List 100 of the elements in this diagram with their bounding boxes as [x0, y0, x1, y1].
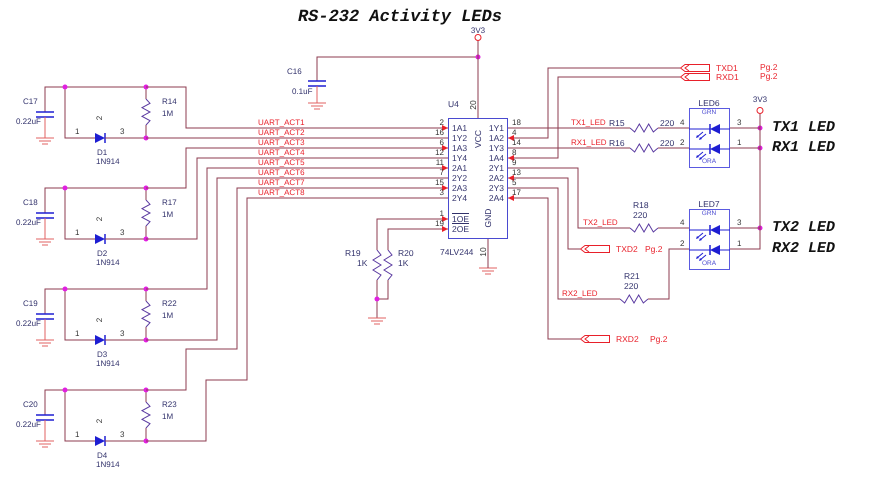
- component-value: 220: [660, 119, 674, 128]
- wire: [146, 178, 448, 340]
- pin-number: 3: [120, 128, 124, 136]
- led-package: [689, 108, 730, 168]
- part-number: 1N914: [96, 461, 120, 469]
- off-page-connector: [580, 245, 610, 253]
- pin-number: 3: [120, 330, 124, 338]
- pin-name: 1Y2: [452, 134, 468, 142]
- pin-number: 17: [512, 189, 521, 197]
- component-value: 1K: [398, 259, 408, 268]
- pin-number: 2: [440, 119, 444, 127]
- pin-name: 1A2: [488, 134, 504, 142]
- pin-number: 1: [75, 431, 80, 439]
- signal-name: RXD2: [616, 335, 639, 344]
- pin-number: 16: [435, 129, 444, 137]
- component-value: 1M: [162, 312, 174, 320]
- part-number: 1N914: [96, 259, 120, 267]
- net-label: UART_ACT3: [258, 139, 305, 147]
- component-value: 0.22uF: [16, 421, 41, 429]
- signal-name: RXD1: [716, 73, 739, 82]
- pin-name: 2OE: [452, 225, 470, 234]
- component-value: 1K: [357, 259, 368, 268]
- pin-number: 15: [435, 179, 444, 187]
- wire: [146, 165, 448, 290]
- wire: [146, 158, 448, 240]
- signal-title: RX2 LED: [772, 241, 836, 256]
- pin-name: 1A4: [488, 154, 504, 162]
- net-label: RX1_LED: [571, 139, 607, 147]
- wire: [376, 216, 448, 250]
- net-label: UART_ACT6: [258, 169, 305, 177]
- wire: [508, 188, 620, 300]
- pin-number: 19: [435, 220, 444, 228]
- wire: [648, 248, 690, 300]
- pin-number: 4: [680, 219, 684, 227]
- designator: R17: [162, 199, 177, 207]
- net-label: TX1_LED: [571, 119, 606, 127]
- net-label: UART_ACT8: [258, 189, 305, 197]
- pin-name: 2A1: [452, 164, 468, 172]
- signal-title: TX2 LED: [772, 220, 836, 235]
- net-label: UART_ACT2: [258, 129, 305, 137]
- pin-number: 2: [680, 240, 684, 248]
- component-value: 0.22uF: [16, 320, 41, 328]
- wire: [146, 145, 448, 188]
- wire: [146, 185, 448, 390]
- component-value: 0.22uF: [16, 219, 41, 227]
- wire: [146, 86, 448, 131]
- pin-name: 2Y1: [488, 164, 504, 172]
- pin-number: 4: [512, 129, 516, 137]
- designator: U4: [448, 100, 459, 108]
- pin-number: 1: [75, 330, 80, 338]
- pin-number: 5: [512, 179, 516, 187]
- resistor-symbol: [383, 250, 393, 280]
- pin-name: 2Y4: [452, 194, 468, 202]
- pin-name: 2Y3: [488, 184, 504, 192]
- designator: C16: [287, 68, 302, 76]
- off-page-connector: [680, 64, 710, 72]
- designator: R20: [398, 249, 414, 258]
- designator: D3: [97, 351, 108, 359]
- wire: [508, 175, 580, 250]
- designator: R15: [609, 119, 625, 128]
- signal-title: RX1 LED: [772, 140, 836, 155]
- designator: C20: [23, 401, 38, 409]
- pin-name: 1Y1: [488, 124, 504, 132]
- wire: [508, 168, 630, 228]
- designator: D4: [97, 452, 108, 460]
- pin-number: 2: [96, 418, 104, 424]
- component-value: 0.22uF: [16, 118, 41, 126]
- pin-name: 2A3: [452, 184, 468, 192]
- designator: D2: [97, 250, 108, 258]
- component-value: 220: [624, 282, 638, 290]
- net-label: RX2_LED: [562, 290, 598, 298]
- component-value: 1M: [162, 413, 174, 421]
- wire: [388, 226, 448, 250]
- resistor-symbol: [372, 250, 382, 280]
- designator: R22: [162, 300, 177, 308]
- pin-name: 2Y2: [452, 174, 468, 182]
- pin-number: 2: [96, 116, 104, 120]
- pin-number: 4: [680, 119, 684, 127]
- wire: [508, 195, 580, 340]
- component-value: 220: [660, 139, 674, 148]
- designator: R19: [345, 249, 361, 258]
- designator: LED6: [698, 99, 720, 108]
- designator: LED7: [698, 200, 720, 208]
- pin-name: 1Y4: [452, 154, 468, 162]
- page-reference: Pg.2: [760, 63, 778, 72]
- designator: R16: [609, 139, 625, 148]
- designator: D1: [97, 149, 108, 157]
- pin-number: 20: [468, 100, 478, 110]
- pin-name: GND: [484, 208, 492, 228]
- pin-number: 1: [737, 240, 742, 248]
- resistor-symbol: [620, 293, 648, 305]
- pin-name: 1A1: [452, 124, 468, 132]
- designator: C17: [23, 98, 38, 106]
- component-value: 0.1uF: [292, 88, 312, 96]
- pin-name: 1A3: [452, 144, 468, 152]
- pin-number: 6: [440, 139, 444, 147]
- pin-number: 1: [75, 128, 80, 136]
- pin-number: 12: [435, 149, 444, 157]
- pin-number: 1: [737, 139, 742, 147]
- pin-name: 1OE: [452, 215, 470, 224]
